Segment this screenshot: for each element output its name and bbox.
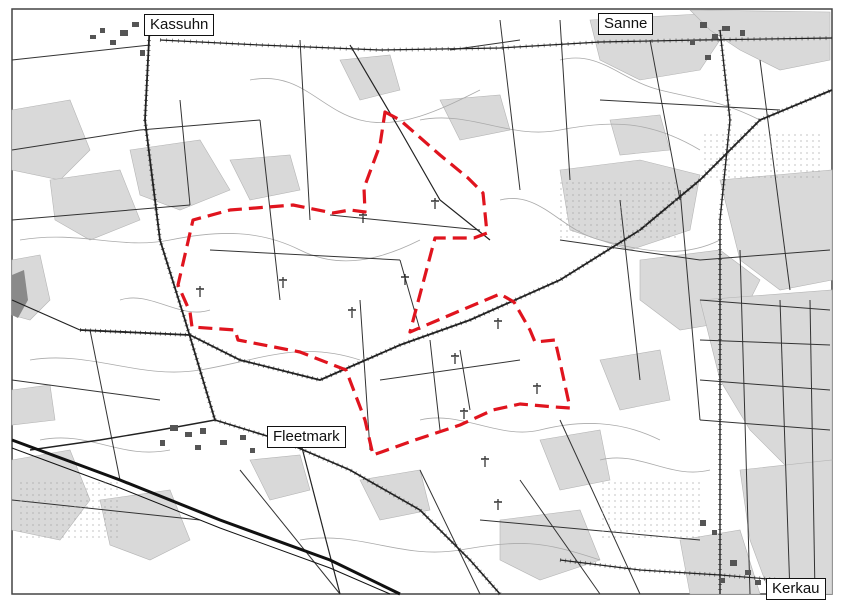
place-label-kerkau: Kerkau (766, 578, 826, 600)
dotted-areas (20, 130, 820, 540)
place-label-fleetmark: Fleetmark (267, 426, 346, 448)
place-label-kassuhn: Kassuhn (144, 14, 215, 36)
village-buildings (90, 22, 761, 585)
place-label-sanne: Sanne (598, 13, 654, 35)
pond (12, 270, 28, 318)
wind-farm-boundary (176, 110, 572, 457)
field-lines (11, 19, 831, 595)
railway (11, 438, 401, 596)
